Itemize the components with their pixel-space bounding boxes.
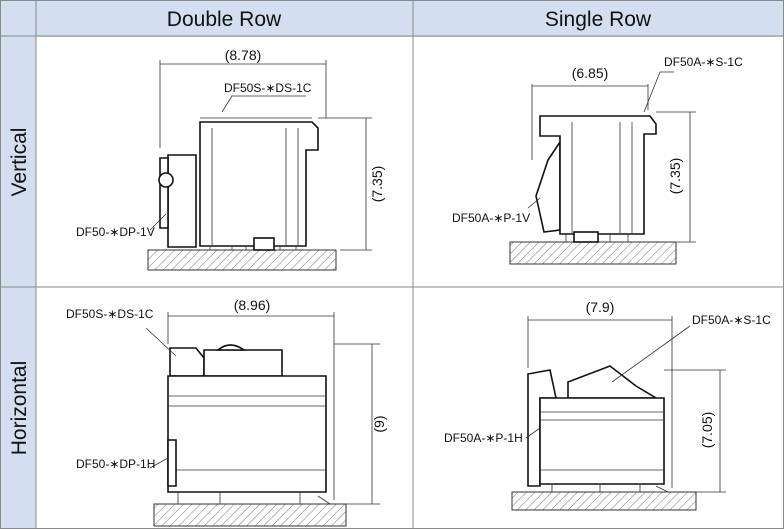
socket-part-label: DF50A-∗S-1C (692, 313, 771, 327)
header-part-label: DF50A-∗P-1V (452, 211, 530, 225)
header-column-bg (0, 0, 36, 529)
socket-part-label: DF50S-∗DS-1C (66, 307, 154, 321)
width-dimension: (8.78) (225, 47, 262, 63)
socket-part-label: DF50A-∗S-1C (664, 55, 743, 69)
height-dimension: (7.35) (667, 158, 683, 195)
socket-part-label: DF50S-∗DS-1C (224, 81, 312, 95)
height-dimension: (9) (371, 415, 387, 432)
header-part-label: DF50A-∗P-1H (444, 431, 523, 445)
pcb-board (153, 503, 347, 527)
width-dimension: (6.85) (572, 65, 609, 81)
double-horizontal-drawing: (8.96) (9) DF50S-∗DS-1C DF50-∗DP-1H (66, 297, 387, 527)
header-single-row: Single Row (545, 8, 652, 31)
header-part-label: DF50-∗DP-1V (76, 225, 155, 239)
header-part-label: DF50-∗DP-1H (76, 457, 155, 471)
single-vertical-drawing: (6.85) (7.35) DF50A-∗S-1C DF50A-∗P-1V (452, 55, 743, 265)
height-dimension: (7.35) (369, 166, 385, 203)
width-dimension: (7.9) (586, 299, 615, 315)
header-double-row: Double Row (167, 8, 282, 31)
row-label-horizontal: Horizontal (8, 361, 31, 456)
single-horizontal-drawing: (7.9) (7.05) DF50A-∗S-1C DF50A-∗P-1H (444, 299, 771, 511)
pcb-board (511, 491, 697, 511)
pcb-board (509, 241, 677, 265)
width-dimension: (8.96) (234, 297, 271, 313)
double-vertical-drawing: (8.78) (7.35) DF50S-∗DS-1C DF50-∗DP-1V (76, 47, 385, 271)
row-label-vertical: Vertical (8, 128, 31, 197)
height-dimension: (7.05) (699, 412, 715, 449)
pcb-board (147, 249, 337, 271)
header-row-bg (0, 0, 784, 37)
